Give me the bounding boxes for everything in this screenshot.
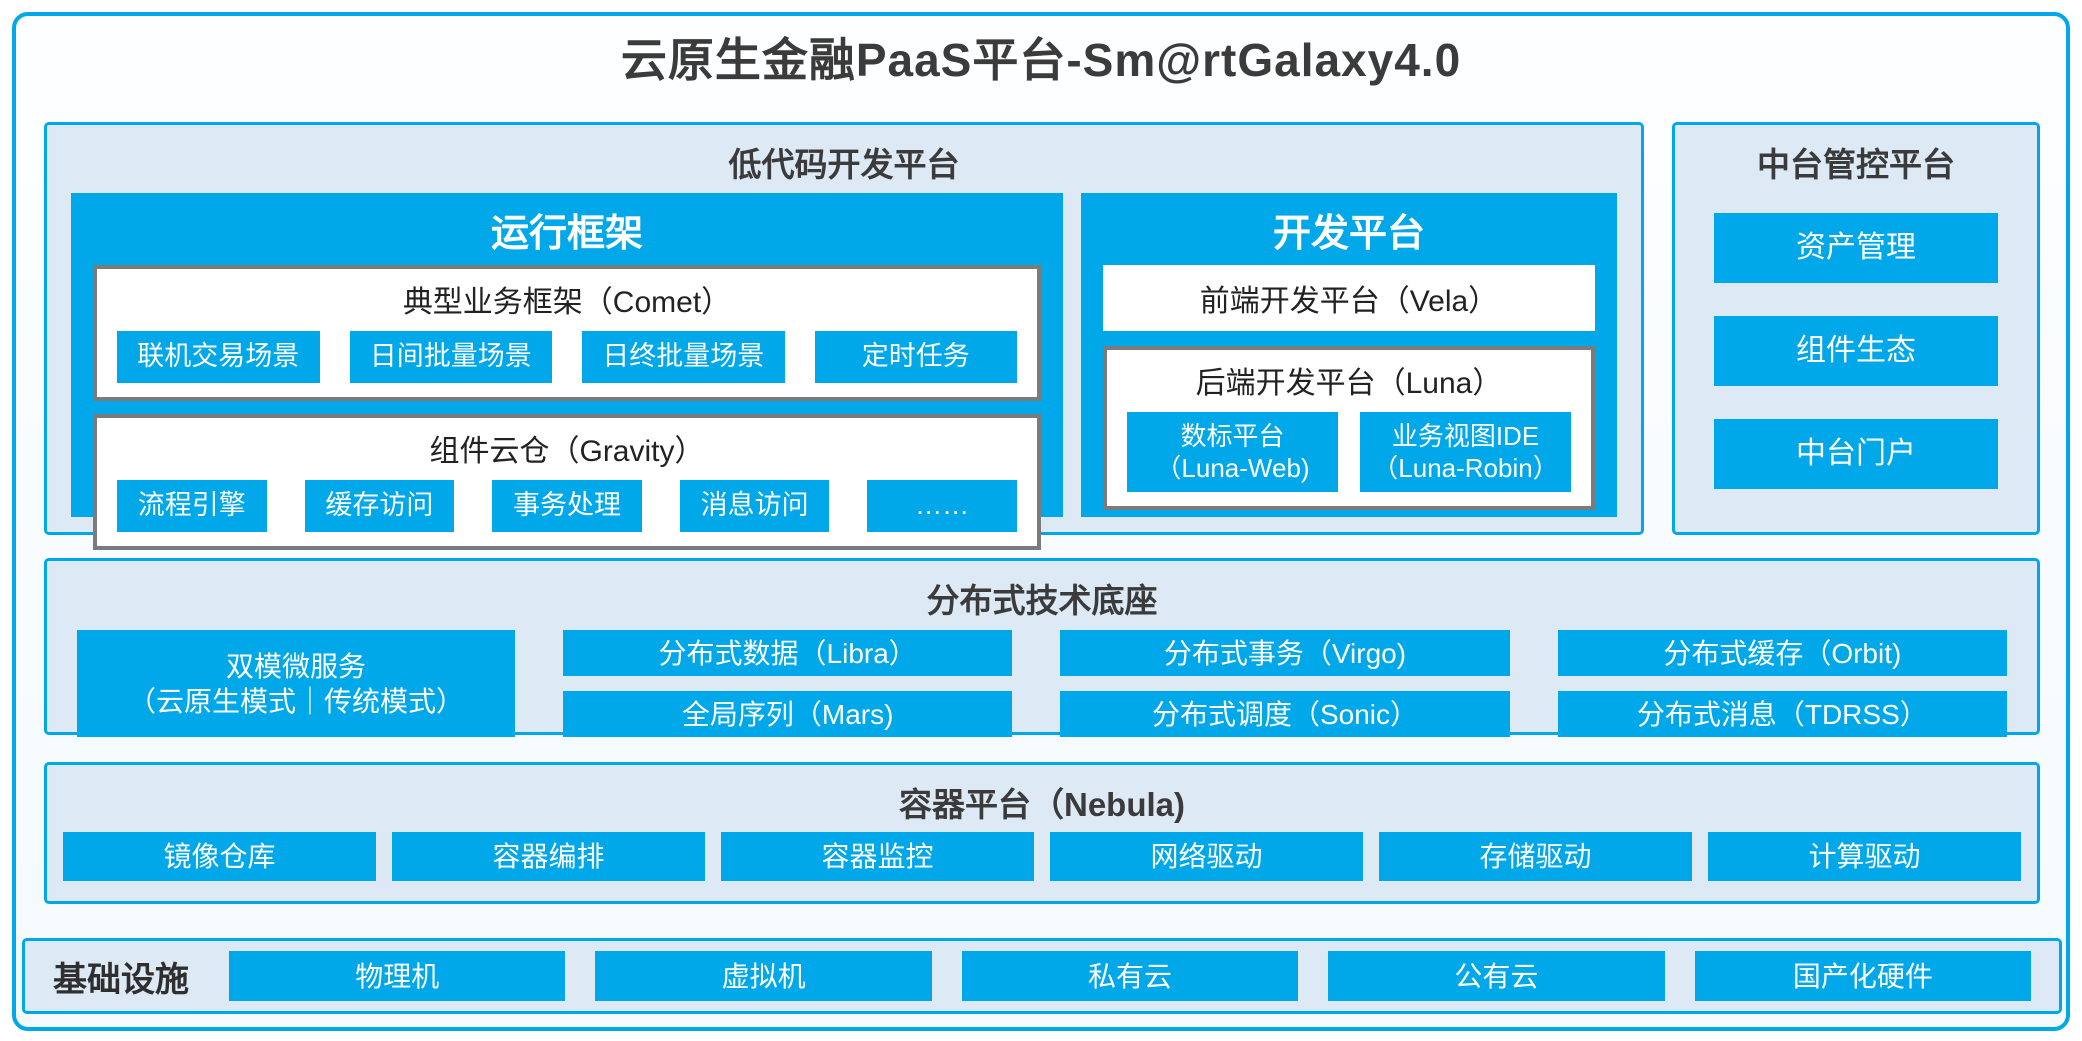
- block-container-orchestration: 容器编排: [392, 832, 705, 881]
- comet-framework-title: 典型业务框架（Comet）: [402, 286, 732, 319]
- block-scheduled-task: 定时任务: [814, 331, 1017, 383]
- distributed-base-title: 分布式技术底座: [926, 582, 1158, 619]
- container-platform-section: 容器平台（Nebula) 镜像仓库 容器编排 容器监控 网络驱动 存储驱动 计算…: [44, 762, 2040, 904]
- low-code-platform-title: 低代码开发平台: [728, 146, 960, 183]
- diagram-title: 云原生金融PaaS平台-Sm@rtGalaxy4.0: [620, 34, 1462, 86]
- mid-platform-title: 中台管控平台: [1757, 146, 1955, 183]
- block-domestic-hardware: 国产化硬件: [1694, 951, 2032, 1001]
- block-process-engine: 流程引擎: [117, 480, 267, 532]
- block-compute-driver: 计算驱动: [1708, 832, 2021, 881]
- block-dual-mode-microservice: 双模微服务 （云原生模式｜传统模式）: [77, 630, 515, 737]
- block-container-monitoring: 容器监控: [721, 832, 1034, 881]
- distributed-col-1: 分布式数据（Libra） 全局序列（Mars): [563, 630, 1013, 737]
- luna-backend-title: 后端开发平台（Luna）: [1195, 367, 1503, 400]
- low-code-panels: 运行框架 典型业务框架（Comet） 联机交易场景 日间批量场景 日终批量场景 …: [71, 193, 1617, 550]
- block-mid-platform-portal: 中台门户: [1714, 419, 1998, 489]
- block-component-ecosystem: 组件生态: [1714, 316, 1998, 386]
- block-distributed-data-libra: 分布式数据（Libra）: [563, 630, 1013, 676]
- block-distributed-message-tdrss: 分布式消息（TDRSS）: [1557, 691, 2007, 737]
- block-network-driver: 网络驱动: [1050, 832, 1363, 881]
- gravity-warehouse-title: 组件云仓（Gravity）: [429, 435, 705, 468]
- dual-mode-line1: 双模微服务: [225, 650, 366, 682]
- runtime-framework-panel: 运行框架 典型业务框架（Comet） 联机交易场景 日间批量场景 日终批量场景 …: [71, 193, 1063, 550]
- distributed-base-section: 分布式技术底座 双模微服务 （云原生模式｜传统模式） 分布式数据（Libra） …: [44, 558, 2040, 737]
- block-asset-management: 资产管理: [1714, 213, 1998, 283]
- mid-platform-section: 中台管控平台 资产管理 组件生态 中台门户: [1672, 122, 2040, 535]
- block-daytime-batch: 日间批量场景: [349, 331, 552, 383]
- dev-platform-panel: 开发平台 前端开发平台（Vela） 后端开发平台（Luna） 数标平台 （Lun…: [1081, 193, 1617, 517]
- gravity-warehouse-box: 组件云仓（Gravity） 流程引擎 缓存访问 事务处理 消息访问 ……: [93, 414, 1041, 550]
- luna-items-row: 数标平台 （Luna-Web) 业务视图IDE （Luna-Robin）: [1127, 412, 1571, 492]
- block-distributed-scheduling-sonic: 分布式调度（Sonic）: [1060, 691, 1510, 737]
- luna-web-line2: （Luna-Web): [1155, 453, 1310, 483]
- mid-platform-items: 资产管理 组件生态 中台门户: [1675, 213, 2037, 489]
- vela-frontend-box: 前端开发平台（Vela）: [1103, 265, 1595, 331]
- block-distributed-cache-orbit: 分布式缓存（Orbit): [1557, 630, 2007, 676]
- block-global-sequence-mars: 全局序列（Mars): [563, 691, 1013, 737]
- comet-framework-box: 典型业务框架（Comet） 联机交易场景 日间批量场景 日终批量场景 定时任务: [93, 265, 1041, 401]
- block-cache-access: 缓存访问: [304, 480, 455, 532]
- infrastructure-section: 基础设施 物理机 虚拟机 私有云 公有云 国产化硬件: [22, 938, 2062, 1014]
- block-distributed-transaction-virgo: 分布式事务（Virgo): [1060, 630, 1510, 676]
- container-items-row: 镜像仓库 容器编排 容器监控 网络驱动 存储驱动 计算驱动: [63, 832, 2021, 881]
- block-luna-web: 数标平台 （Luna-Web): [1127, 412, 1338, 492]
- block-ellipsis-more: ……: [867, 480, 1017, 532]
- distributed-items-row: 双模微服务 （云原生模式｜传统模式） 分布式数据（Libra） 全局序列（Mar…: [77, 630, 2007, 737]
- gravity-items-row: 流程引擎 缓存访问 事务处理 消息访问 ……: [117, 480, 1017, 532]
- block-private-cloud: 私有云: [961, 951, 1299, 1001]
- runtime-framework-title: 运行框架: [490, 213, 643, 255]
- comet-items-row: 联机交易场景 日间批量场景 日终批量场景 定时任务: [117, 331, 1017, 383]
- block-physical-machine: 物理机: [229, 951, 566, 1001]
- dual-mode-line2: （云原生模式｜传统模式）: [127, 685, 464, 717]
- container-platform-title: 容器平台（Nebula): [898, 786, 1185, 823]
- luna-web-line1: 数标平台: [1180, 420, 1285, 451]
- low-code-platform-section: 低代码开发平台 运行框架 典型业务框架（Comet） 联机交易场景 日间批量场景…: [44, 122, 1644, 550]
- block-public-cloud: 公有云: [1328, 951, 1665, 1001]
- distributed-col-2: 分布式事务（Virgo) 分布式调度（Sonic）: [1060, 630, 1510, 737]
- infrastructure-title: 基础设施: [53, 960, 189, 999]
- block-online-transaction: 联机交易场景: [117, 331, 320, 383]
- block-message-access: 消息访问: [679, 480, 830, 532]
- luna-backend-box: 后端开发平台（Luna） 数标平台 （Luna-Web) 业务视图IDE （Lu…: [1103, 346, 1595, 510]
- infrastructure-items-row: 物理机 虚拟机 私有云 公有云 国产化硬件: [229, 951, 2032, 1001]
- dev-platform-title: 开发平台: [1272, 213, 1425, 255]
- block-endofday-batch: 日终批量场景: [582, 331, 785, 383]
- block-transaction-processing: 事务处理: [492, 480, 642, 532]
- block-virtual-machine: 虚拟机: [595, 951, 932, 1001]
- block-luna-robin: 业务视图IDE （Luna-Robin）: [1360, 412, 1571, 492]
- block-image-registry: 镜像仓库: [63, 832, 376, 881]
- luna-robin-line2: （Luna-Robin）: [1372, 453, 1559, 483]
- distributed-col-3: 分布式缓存（Orbit) 分布式消息（TDRSS）: [1557, 630, 2007, 737]
- luna-robin-line1: 业务视图IDE: [1391, 420, 1540, 451]
- block-storage-driver: 存储驱动: [1379, 832, 1692, 881]
